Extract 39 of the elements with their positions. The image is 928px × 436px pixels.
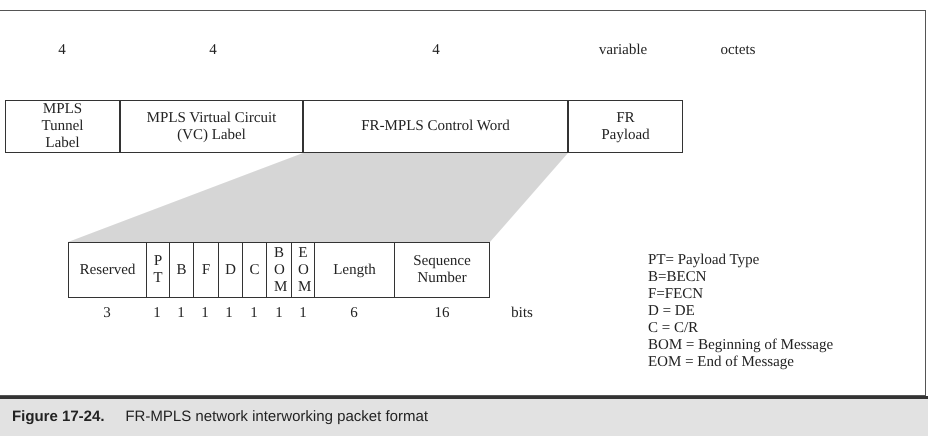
packet-field: P T (146, 242, 170, 298)
packet-field: FR-MPLS Control Word (303, 100, 568, 153)
legend-note: EOM = End of Message (648, 354, 794, 371)
packet-field: MPLS Virtual Circuit (VC) Label (120, 100, 303, 153)
legend-note: B=BECN (648, 269, 706, 286)
packet-field: B (169, 242, 194, 298)
bit-count: 6 (350, 305, 358, 322)
octet-count: 4 (58, 42, 66, 59)
bit-count: 1 (201, 305, 209, 322)
legend-note: C = C/R (648, 320, 698, 337)
legend-note: F=FECN (648, 286, 704, 303)
octet-count: variable (598, 42, 648, 59)
bit-count: 3 (103, 305, 111, 322)
legend-note: BOM = Beginning of Message (648, 337, 834, 354)
bit-count: 1 (225, 305, 233, 322)
unit-label: octets (720, 42, 756, 59)
unit-label: bits (511, 305, 533, 322)
packet-field: MPLS Tunnel Label (5, 100, 120, 153)
bit-count: 1 (250, 305, 258, 322)
expansion-wedge (68, 153, 568, 242)
legend-note: PT= Payload Type (648, 252, 760, 269)
packet-field: C (242, 242, 267, 298)
bit-count: 16 (434, 305, 450, 322)
packet-field: D (218, 242, 243, 298)
octet-count: 4 (209, 42, 217, 59)
legend-note: D = DE (648, 303, 695, 320)
packet-field: F (193, 242, 219, 298)
packet-field: E O M (291, 242, 315, 298)
packet-field: Sequence Number (394, 242, 490, 298)
bit-count: 1 (275, 305, 283, 322)
bit-count: 1 (153, 305, 161, 322)
octet-count: 4 (432, 42, 440, 59)
packet-field: Length (314, 242, 395, 298)
figure-caption: Figure 17-24. FR-MPLS network interworking packet format (12, 408, 428, 425)
bit-count: 1 (299, 305, 307, 322)
bit-count: 1 (177, 305, 185, 322)
packet-field: FR Payload (568, 100, 683, 153)
packet-field: B O M (266, 242, 292, 298)
packet-field: Reserved (68, 242, 147, 298)
